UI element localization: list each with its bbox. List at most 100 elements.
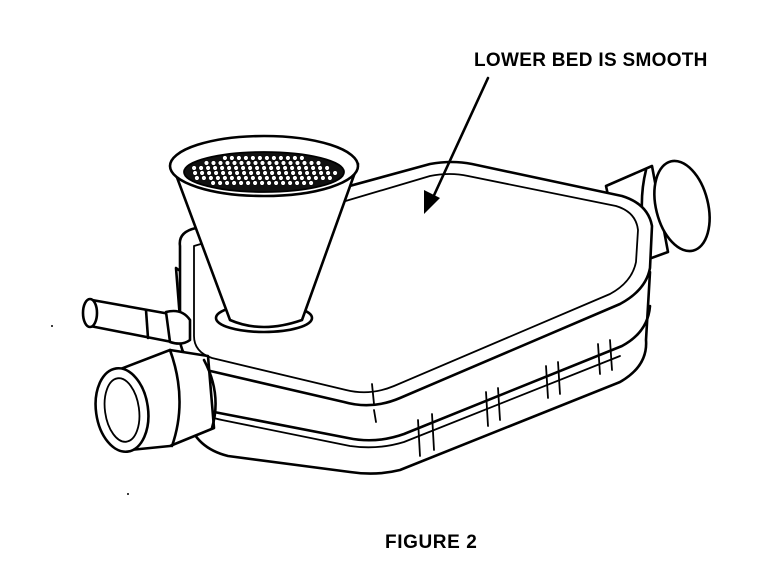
fill-funnel bbox=[168, 134, 360, 334]
pellet bbox=[191, 165, 197, 171]
pellet bbox=[269, 170, 275, 176]
pellet bbox=[290, 170, 296, 176]
pellet bbox=[226, 165, 232, 171]
pellet bbox=[268, 165, 274, 171]
pellet bbox=[219, 165, 225, 171]
pellet bbox=[229, 155, 235, 161]
pellet bbox=[299, 175, 305, 181]
pellet bbox=[217, 180, 223, 186]
pellet bbox=[282, 165, 288, 171]
pellet bbox=[301, 180, 307, 186]
pellet bbox=[241, 170, 247, 176]
pellet bbox=[210, 180, 216, 186]
pellet bbox=[199, 170, 205, 176]
figure-caption: FIGURE 2 bbox=[385, 532, 478, 553]
pellet bbox=[308, 160, 315, 166]
pellet bbox=[327, 175, 333, 181]
pellet bbox=[224, 180, 230, 186]
pellet bbox=[313, 175, 319, 181]
scan-speck bbox=[127, 493, 129, 495]
callout-label: LOWER BED IS SMOOTH bbox=[474, 50, 708, 71]
pellet bbox=[332, 170, 338, 176]
pellet bbox=[301, 160, 308, 166]
pellet bbox=[245, 160, 252, 166]
pellet bbox=[257, 155, 263, 161]
pellet bbox=[273, 160, 280, 166]
pellet bbox=[283, 170, 289, 176]
pellet bbox=[297, 170, 303, 176]
pellet bbox=[289, 165, 295, 171]
pellet bbox=[311, 170, 317, 176]
pellet bbox=[248, 170, 254, 176]
pellet bbox=[254, 165, 260, 171]
pellet bbox=[285, 155, 291, 161]
pellet bbox=[250, 155, 256, 161]
scan-speck bbox=[51, 325, 53, 327]
pellet bbox=[257, 175, 263, 181]
pellet bbox=[213, 170, 219, 176]
pellet bbox=[320, 175, 326, 181]
pellet bbox=[261, 165, 267, 171]
pellet bbox=[308, 180, 314, 186]
pellet bbox=[250, 175, 256, 181]
pellet bbox=[224, 160, 231, 166]
pellet bbox=[203, 160, 210, 166]
pellet bbox=[273, 180, 279, 186]
catalyst-pellets bbox=[191, 155, 338, 186]
pellet bbox=[315, 160, 322, 166]
pellet bbox=[222, 155, 228, 161]
pellet bbox=[255, 170, 261, 176]
pellet bbox=[304, 170, 310, 176]
pellet bbox=[243, 175, 249, 181]
pellet bbox=[236, 155, 242, 161]
pellet bbox=[271, 155, 277, 161]
pellet bbox=[285, 175, 291, 181]
pellet bbox=[243, 155, 249, 161]
pellet bbox=[278, 175, 284, 181]
pellet bbox=[294, 160, 301, 166]
pellet bbox=[238, 160, 245, 166]
pellet bbox=[292, 175, 298, 181]
pellet bbox=[245, 180, 251, 186]
pellet bbox=[317, 165, 323, 171]
pellet bbox=[220, 170, 226, 176]
air-tube bbox=[81, 297, 192, 345]
pellet bbox=[318, 170, 324, 176]
pellet bbox=[266, 180, 272, 186]
pellet bbox=[229, 175, 235, 181]
pellet bbox=[194, 175, 200, 181]
pellet bbox=[264, 175, 270, 181]
pellet bbox=[231, 160, 238, 166]
pellet bbox=[247, 165, 253, 171]
pellet bbox=[205, 165, 211, 171]
pellet bbox=[201, 175, 207, 181]
pellet bbox=[233, 165, 239, 171]
pellet bbox=[259, 180, 265, 186]
pellet bbox=[198, 165, 204, 171]
pellet bbox=[299, 155, 305, 161]
pellet bbox=[294, 180, 300, 186]
pellet bbox=[264, 155, 270, 161]
callout-arrow bbox=[424, 76, 490, 214]
pellet bbox=[208, 175, 214, 181]
pellet bbox=[280, 180, 286, 186]
pellet bbox=[306, 175, 312, 181]
pellet bbox=[192, 170, 198, 176]
pellet bbox=[278, 155, 284, 161]
pellet bbox=[234, 170, 240, 176]
pellet bbox=[252, 180, 258, 186]
pellet bbox=[240, 165, 246, 171]
pellet bbox=[271, 175, 277, 181]
pellet bbox=[303, 165, 309, 171]
pellet bbox=[252, 160, 259, 166]
inlet-pipe bbox=[94, 348, 217, 454]
pellet bbox=[217, 160, 224, 166]
pellet bbox=[262, 170, 268, 176]
pellet bbox=[292, 155, 298, 161]
pellet bbox=[310, 165, 316, 171]
pellet bbox=[215, 175, 221, 181]
pellet bbox=[275, 165, 281, 171]
pellet bbox=[266, 160, 273, 166]
